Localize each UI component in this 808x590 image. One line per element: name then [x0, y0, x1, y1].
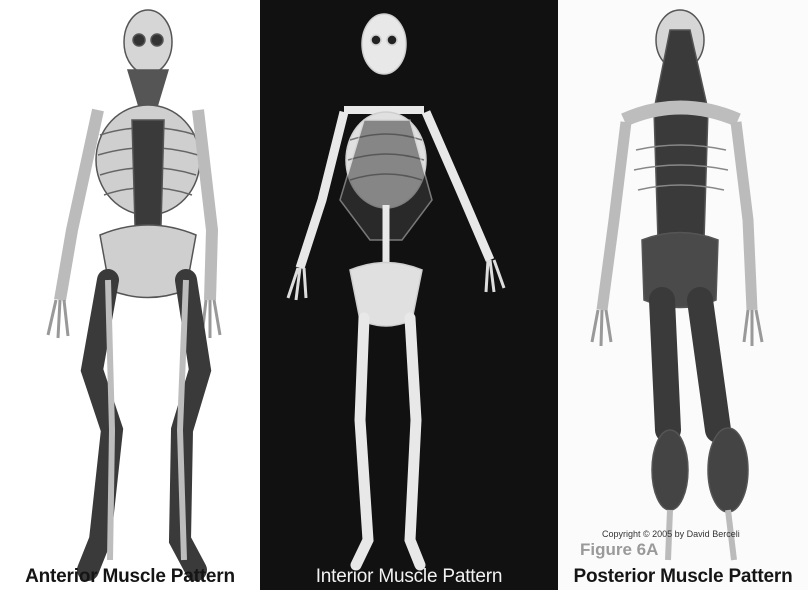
- interior-skeleton-illustration: [260, 0, 558, 590]
- posterior-panel: Copyright © 2005 by David Berceli Figure…: [558, 0, 808, 590]
- copyright-notice: Copyright © 2005 by David Berceli: [602, 529, 740, 539]
- figure-label: Figure 6A: [580, 540, 658, 560]
- anterior-skeleton-illustration: [0, 0, 260, 590]
- anterior-panel: Anterior Muscle Pattern: [0, 0, 260, 590]
- posterior-caption: Posterior Muscle Pattern: [558, 566, 808, 588]
- posterior-skeleton-illustration: [558, 0, 808, 590]
- interior-caption: Interior Muscle Pattern: [260, 566, 558, 588]
- anterior-caption: Anterior Muscle Pattern: [0, 566, 260, 588]
- interior-panel: Interior Muscle Pattern: [260, 0, 558, 590]
